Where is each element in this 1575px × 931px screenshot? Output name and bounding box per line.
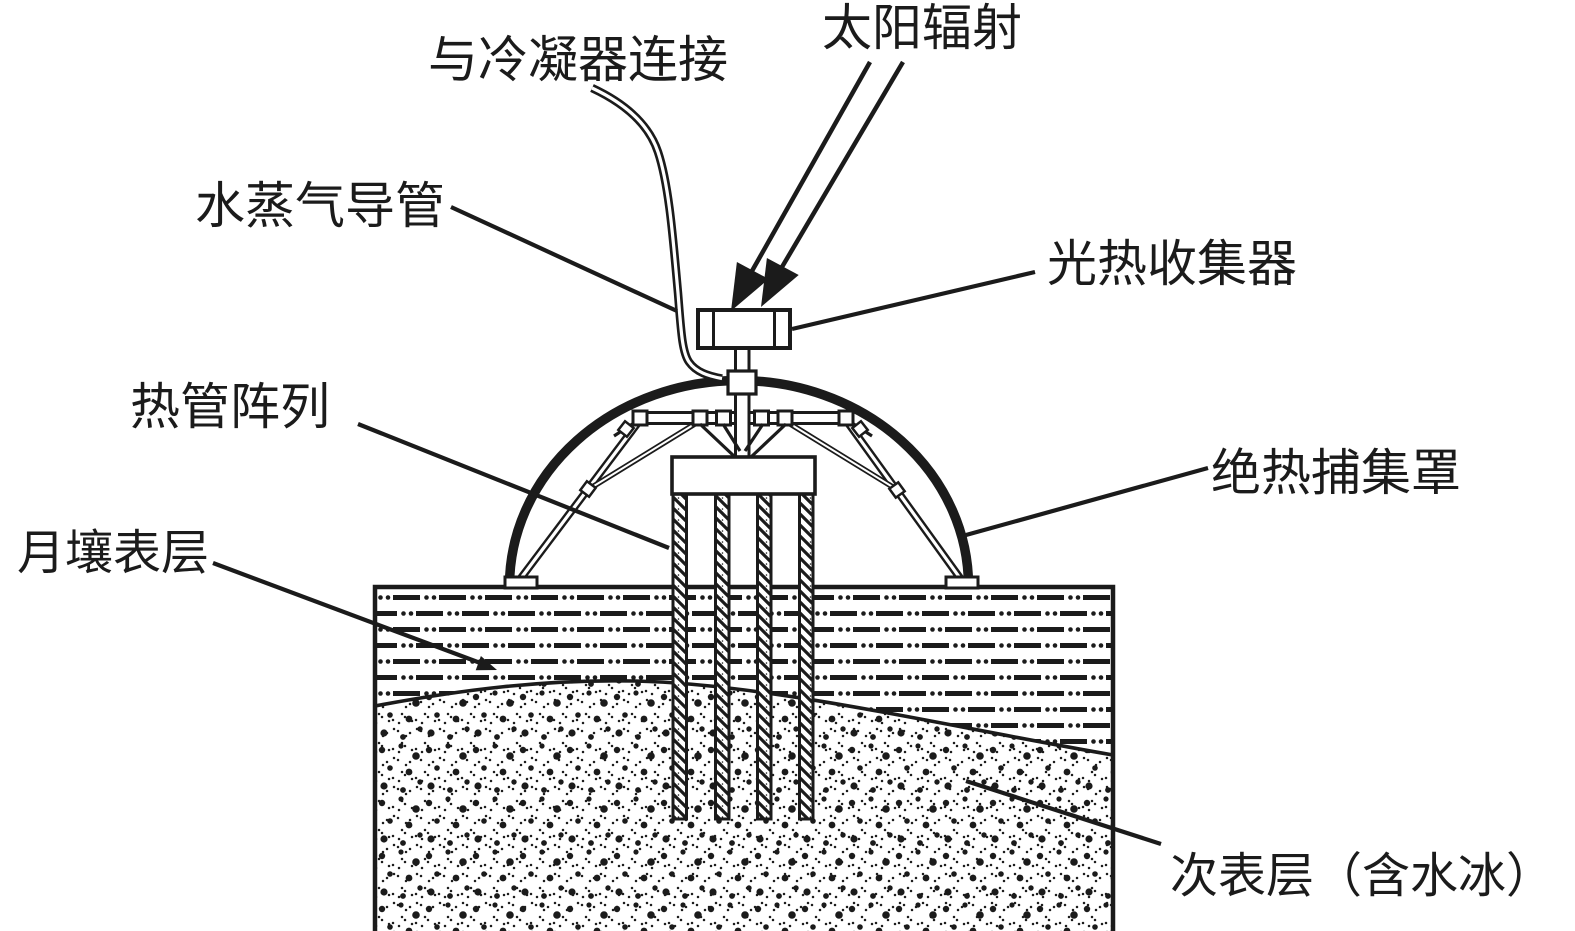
heat-pipe [798, 490, 815, 821]
ground-section [372, 584, 1116, 931]
label-vapor-duct: 水蒸气导管 [195, 178, 445, 234]
leader-collector [791, 269, 1036, 332]
heat-pipe [671, 490, 688, 821]
solar-arrowhead [731, 262, 769, 311]
leader-heat-pipe-array [357, 422, 670, 550]
label-heat-pipe-array: 热管阵列 [130, 379, 330, 435]
label-insulated-hood: 绝热捕集罩 [1211, 445, 1461, 501]
solar-arrowhead [761, 258, 799, 307]
label-condenser-connection: 与冷凝器连接 [428, 32, 728, 88]
truss-joint-pads [578, 419, 907, 500]
layer-boundary-curve [374, 678, 1114, 757]
vapor-tube [590, 84, 723, 383]
leader-lines [212, 205, 1209, 846]
apex-collar [726, 369, 758, 396]
heat-pipe [756, 490, 773, 821]
heat-pipe-array [670, 455, 817, 821]
subsurface-ice-layer [375, 680, 1113, 931]
label-solar-radiation: 太阳辐射 [822, 0, 1022, 56]
dome-foot-right [944, 575, 980, 590]
dome-foot-left [503, 575, 539, 590]
label-subsurface-ice: 次表层（含水冰） [1170, 850, 1554, 903]
center-struts [698, 422, 788, 459]
leader-subsurface [965, 779, 1162, 846]
insulated-capture-dome [503, 346, 980, 590]
central-shaft [734, 346, 751, 462]
leader-vapor-duct [450, 205, 678, 313]
regolith-leader-arrowhead [475, 656, 497, 671]
collector-assembly [590, 60, 905, 396]
leader-regolith [212, 561, 484, 666]
pipe-manifold [670, 455, 817, 496]
heat-pipe [714, 490, 731, 821]
solar-rays [750, 60, 905, 273]
photothermal-collector-box [696, 308, 792, 350]
leader-hood [965, 465, 1209, 538]
labels: 与冷凝器连接 太阳辐射 水蒸气导管 光热收集器 热管阵列 绝热捕集罩 月壤表层 … [17, 0, 1554, 903]
ground-border [372, 584, 1116, 931]
label-regolith-surface: 月壤表层 [17, 527, 209, 580]
label-photothermal-collector: 光热收集器 [1047, 236, 1297, 292]
